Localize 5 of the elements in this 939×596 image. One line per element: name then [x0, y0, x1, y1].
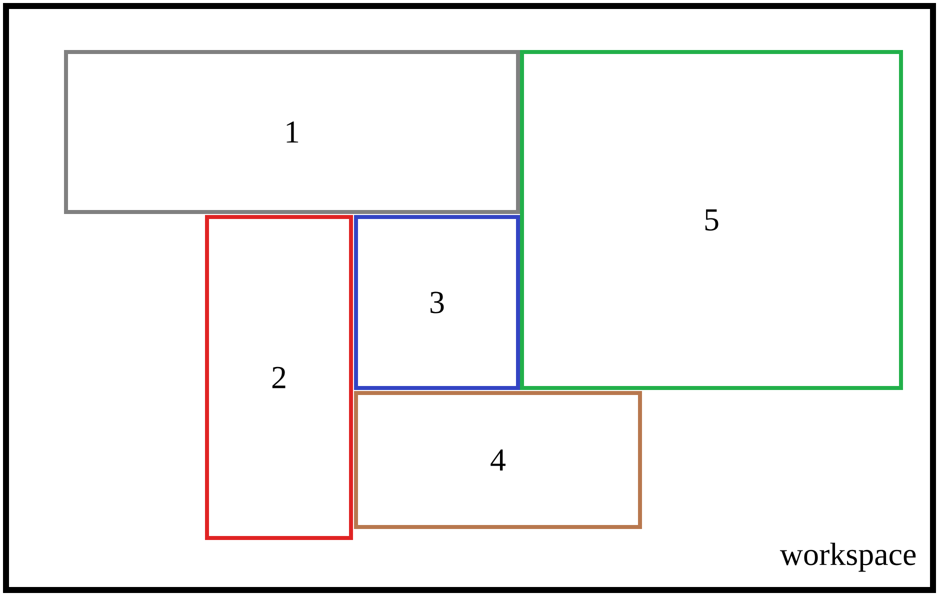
colored-box: 2 — [205, 215, 353, 540]
colored-box: 4 — [354, 391, 642, 529]
colored-box: 5 — [520, 50, 903, 390]
colored-box: 1 — [64, 50, 520, 214]
colored-box: 3 — [354, 215, 520, 390]
